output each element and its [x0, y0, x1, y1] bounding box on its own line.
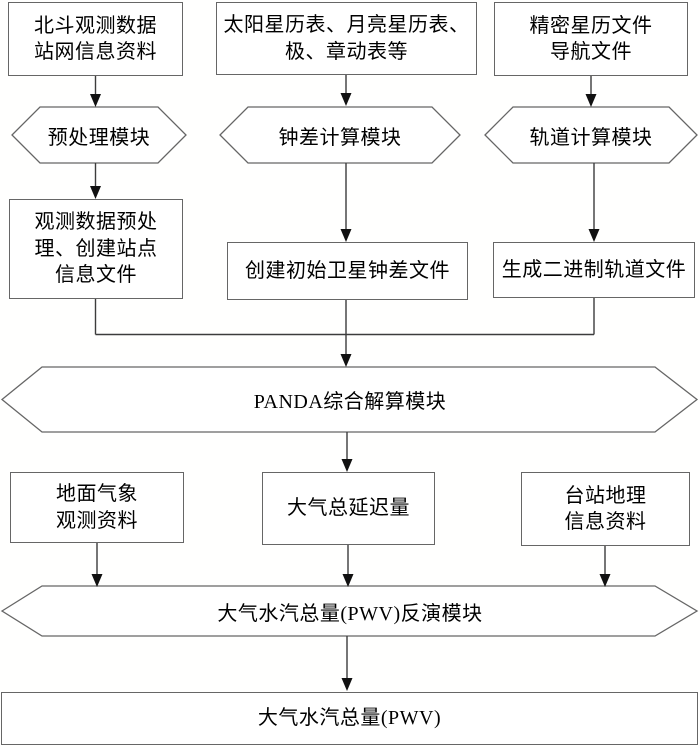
- node-box-meteo: 地面气象 观测资料: [10, 472, 184, 543]
- node-hex-pwv-label: 大气水汽总量(PWV)反演模块: [217, 602, 483, 625]
- node-hex-panda-label: PANDA综合解算模块: [253, 391, 447, 413]
- node-box-pwv: 大气水汽总量(PWV): [1, 692, 698, 745]
- node-hex-orbit-label: 轨道计算模块: [529, 126, 653, 149]
- node-box-orbit-file: 生成二进制轨道文件: [493, 242, 695, 298]
- arrowhead: [341, 678, 353, 691]
- arrowhead: [341, 459, 353, 472]
- arrowhead: [340, 93, 352, 106]
- node-box-station: 台站地理 信息资料: [521, 472, 690, 546]
- node-box-beidou: 北斗观测数据 站网信息资料: [8, 2, 183, 76]
- node-box-ephemeris: 太阳星历表、月亮星历表、 极、章动表等: [216, 2, 477, 75]
- arrowhead: [90, 186, 101, 199]
- node-hex-clock-label: 钟差计算模块: [278, 126, 402, 149]
- node-box-obs-preprocess: 观测数据预处 理、创建站点 信息文件: [9, 199, 183, 299]
- arrowhead: [585, 94, 597, 107]
- arrowhead: [588, 229, 600, 242]
- node-hex-preprocess-label: 预处理模块: [47, 126, 151, 149]
- node-box-clock-file: 创建初始卫星钟差文件: [227, 242, 468, 300]
- arrowhead: [340, 354, 352, 367]
- arrowhead: [90, 94, 101, 107]
- node-box-delay: 大气总延迟量: [262, 472, 435, 545]
- arrowhead: [340, 229, 352, 242]
- node-box-precise: 精密星历文件 导航文件: [494, 2, 688, 76]
